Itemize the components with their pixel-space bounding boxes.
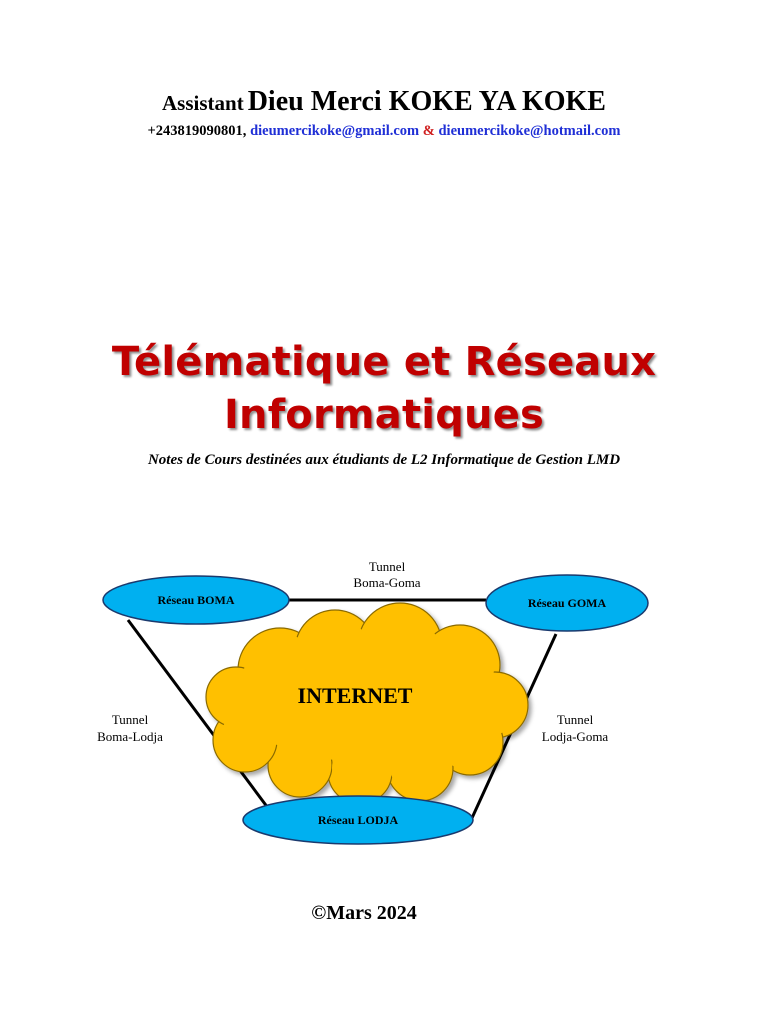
node-goma <box>485 574 649 632</box>
document-title: Télématique et Réseaux Informatiques <box>0 336 768 442</box>
email-gmail-link[interactable]: dieumercikoke@gmail.com <box>250 123 420 139</box>
tunnel-label-lodja-goma-1: Tunnel <box>557 712 594 727</box>
tunnel-label-boma-lodja-2: Boma-Lodja <box>97 729 163 744</box>
title-line-2: Informatiques <box>223 392 545 438</box>
contact-line: +243819090801, dieumercikoke@gmail.com &… <box>0 123 768 140</box>
author-name: Dieu Merci KOKE YA KOKE <box>247 86 606 117</box>
node-lodja-label: Réseau LODJA <box>318 813 399 827</box>
internet-cloud <box>205 602 529 805</box>
title-line-1: Télématique et Réseaux <box>111 339 657 385</box>
author-prefix: Assistant <box>162 91 244 115</box>
tunnel-line-boma-lodja <box>126 619 270 809</box>
node-boma-label: Réseau BOMA <box>158 593 235 607</box>
tunnel-label-boma-goma-1: Tunnel <box>369 559 406 574</box>
node-goma-label: Réseau GOMA <box>528 596 607 610</box>
node-lodja <box>242 795 474 845</box>
phone-number: +243819090801, <box>147 123 247 139</box>
copyright: ©Mars 2024 <box>311 902 417 924</box>
tunnel-label-lodja-goma-2: Lodja-Goma <box>542 729 609 744</box>
author-line: Assistant Dieu Merci KOKE YA KOKE <box>0 88 768 116</box>
node-boma <box>102 575 290 625</box>
document-subtitle: Notes de Cours destinées aux étudiants d… <box>147 452 621 468</box>
email-separator: & <box>422 123 435 139</box>
tunnel-label-boma-goma-2: Boma-Goma <box>353 575 420 590</box>
internet-label: INTERNET <box>298 683 413 708</box>
email-hotmail-link[interactable]: dieumercikoke@hotmail.com <box>438 123 621 139</box>
tunnel-label-boma-lodja-1: Tunnel <box>112 712 149 727</box>
